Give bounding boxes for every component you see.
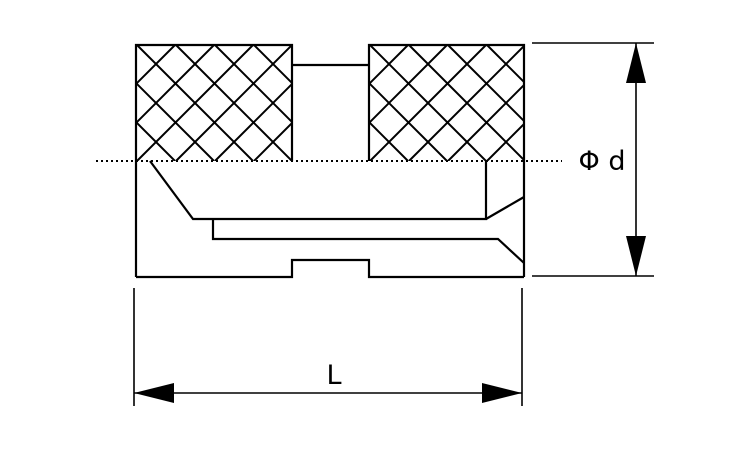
- insert-body-outline: [134, 43, 526, 279]
- threaded-bore: [149, 160, 525, 264]
- knurl-line: [136, 159, 137, 161]
- knurled-section-left: [136, 45, 292, 161]
- knurl-line: [253, 121, 292, 161]
- knurl-line: [526, 45, 642, 161]
- knurl-line: [565, 45, 681, 161]
- diameter-label: Φ d: [579, 146, 626, 177]
- arrow-down-icon: [626, 236, 646, 276]
- knurl-line: [604, 45, 720, 161]
- diameter-dimension: [532, 42, 654, 277]
- arrow-right-icon: [482, 383, 522, 403]
- knurl-line: [447, 83, 524, 161]
- knurl-line: [253, 45, 292, 85]
- knurl-line: [526, 45, 642, 161]
- knurled-section-right: [369, 45, 720, 161]
- length-dimension: [133, 288, 523, 406]
- knurl-line: [565, 45, 681, 161]
- knurl-line: [604, 45, 720, 161]
- length-label: L: [326, 360, 341, 391]
- knurl-line: [214, 82, 292, 161]
- arrow-up-icon: [626, 43, 646, 83]
- arrow-left-icon: [134, 383, 174, 403]
- knurl-line: [486, 122, 524, 161]
- knurl-line: [486, 45, 524, 84]
- knurl-line: [136, 45, 137, 47]
